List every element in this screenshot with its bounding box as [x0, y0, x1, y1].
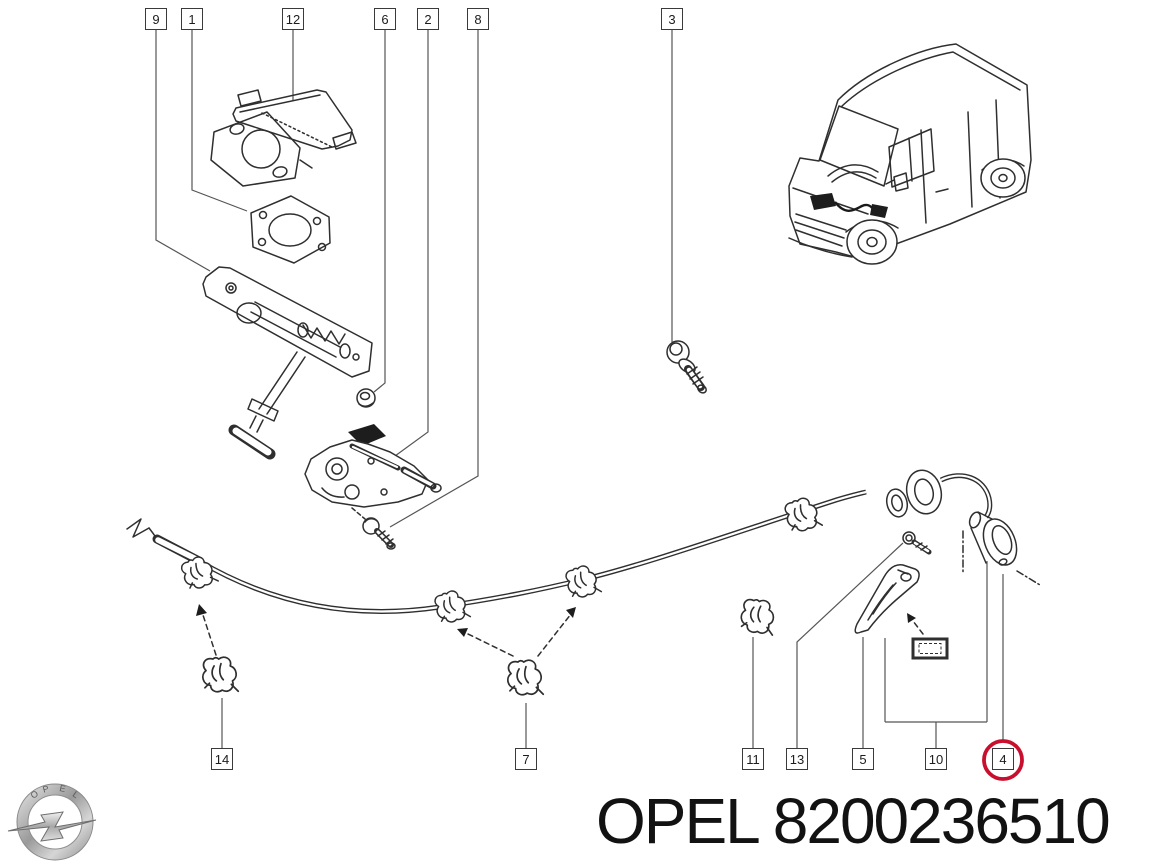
- part-2-hood-latch: [304, 424, 442, 508]
- logo-letter: L: [71, 789, 81, 800]
- part-1-gasket-plate: [250, 195, 331, 264]
- firewall-grommet-rings: [885, 469, 943, 518]
- callout-10: 10: [925, 748, 947, 770]
- opel-logo: O P E L: [7, 783, 97, 861]
- logo-letter: O: [29, 788, 40, 800]
- hood-release-cable: [126, 473, 993, 614]
- logo-letter: E: [59, 783, 67, 794]
- highlight-circle: [982, 739, 1024, 781]
- callout-9: 9: [145, 8, 167, 30]
- callout-2: 2: [417, 8, 439, 30]
- callout-6: 6: [374, 8, 396, 30]
- part-4-cable-end-bell: [968, 511, 1018, 566]
- callout-5: 5: [852, 748, 874, 770]
- part-8-bolt: [351, 507, 396, 550]
- callout-8: 8: [467, 8, 489, 30]
- part-9-bracket-spring-rod: [202, 266, 373, 460]
- logo-letter: P: [42, 783, 50, 794]
- part-7-clip: [506, 659, 545, 696]
- callout-12: 12: [282, 8, 304, 30]
- cable-clip-2: [432, 587, 472, 626]
- callout-13: 13: [786, 748, 808, 770]
- part-3-bolt: [666, 340, 707, 394]
- part-11-clip: [738, 596, 779, 637]
- callout-4-highlighted: 4: [992, 748, 1014, 770]
- part-number-text: 8200236510: [772, 785, 1111, 857]
- assembly-arrows: [196, 530, 1041, 657]
- t-handle: [228, 424, 276, 460]
- part-location-highlight: [810, 193, 888, 218]
- cable-clip-1: [178, 552, 220, 593]
- cable-clip-4: [782, 494, 824, 535]
- part-6-grommet: [356, 388, 376, 408]
- callout-7: 7: [515, 748, 537, 770]
- opel-blitz-icon: [7, 811, 97, 842]
- part-12-upper-bracket: [210, 89, 357, 187]
- van-illustration: [788, 43, 1032, 265]
- part-13-screw: [902, 531, 932, 555]
- callout-3: 3: [661, 8, 683, 30]
- cable-clip-3: [563, 562, 603, 601]
- part-10-slide-plate: [911, 637, 949, 660]
- leader-lines: [155, 30, 1004, 748]
- part-5-release-lever: [854, 564, 920, 634]
- brand-text: OPEL: [596, 785, 761, 857]
- callout-1: 1: [181, 8, 203, 30]
- part-14-clip: [201, 656, 240, 693]
- callout-14: 14: [211, 748, 233, 770]
- callout-11: 11: [742, 748, 764, 770]
